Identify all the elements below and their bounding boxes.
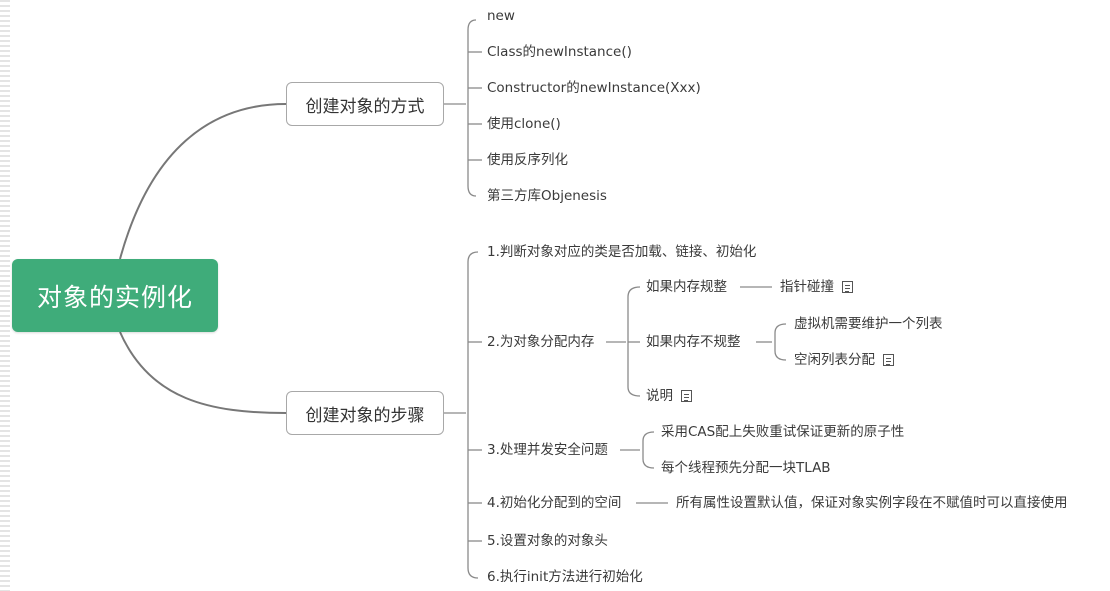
default-values[interactable]: 所有属性设置默认值，保证对象实例字段在不赋值时可以直接使用 (676, 495, 1068, 511)
cas-retry[interactable]: 采用CAS配上失败重试保证更新的原子性 (661, 424, 905, 440)
memory-irregular[interactable]: 如果内存不规整 (646, 334, 741, 350)
step-6-init-method[interactable]: 6.执行init方法进行初始化 (487, 569, 643, 585)
bump-pointer-label: 指针碰撞 (780, 279, 834, 295)
way-deserialize[interactable]: 使用反序列化 (487, 152, 568, 168)
tlab-allocation[interactable]: 每个线程预先分配一块TLAB (661, 460, 831, 476)
step-2-allocate-memory[interactable]: 2.为对象分配内存 (487, 334, 595, 350)
step-5-object-header[interactable]: 5.设置对象的对象头 (487, 533, 608, 549)
way-class-newinstance[interactable]: Class的newInstance() (487, 44, 632, 60)
note-icon[interactable] (681, 390, 692, 402)
canvas-edge (0, 0, 10, 591)
bump-pointer[interactable]: 指针碰撞 (780, 278, 853, 296)
vm-maintain-list[interactable]: 虚拟机需要维护一个列表 (794, 316, 943, 332)
branch-creation-steps[interactable]: 创建对象的步骤 (286, 391, 444, 435)
step-3-concurrency[interactable]: 3.处理并发安全问题 (487, 442, 608, 458)
free-list-allocation[interactable]: 空闲列表分配 (794, 351, 894, 369)
way-objenesis[interactable]: 第三方库Objenesis (487, 188, 607, 204)
way-new[interactable]: new (487, 8, 515, 24)
memory-note[interactable]: 说明 (646, 387, 692, 405)
free-list-allocation-label: 空闲列表分配 (794, 352, 875, 368)
way-clone[interactable]: 使用clone() (487, 116, 561, 132)
step-4-init-space[interactable]: 4.初始化分配到的空间 (487, 495, 622, 511)
memory-note-label: 说明 (646, 388, 673, 404)
memory-regular[interactable]: 如果内存规整 (646, 279, 727, 295)
branch-creation-ways[interactable]: 创建对象的方式 (286, 82, 444, 126)
root-node[interactable]: 对象的实例化 (12, 259, 218, 332)
step-1-class-check[interactable]: 1.判断对象对应的类是否加载、链接、初始化 (487, 244, 757, 260)
note-icon[interactable] (883, 354, 894, 366)
note-icon[interactable] (842, 281, 853, 293)
way-constructor-newinstance[interactable]: Constructor的newInstance(Xxx) (487, 80, 701, 96)
